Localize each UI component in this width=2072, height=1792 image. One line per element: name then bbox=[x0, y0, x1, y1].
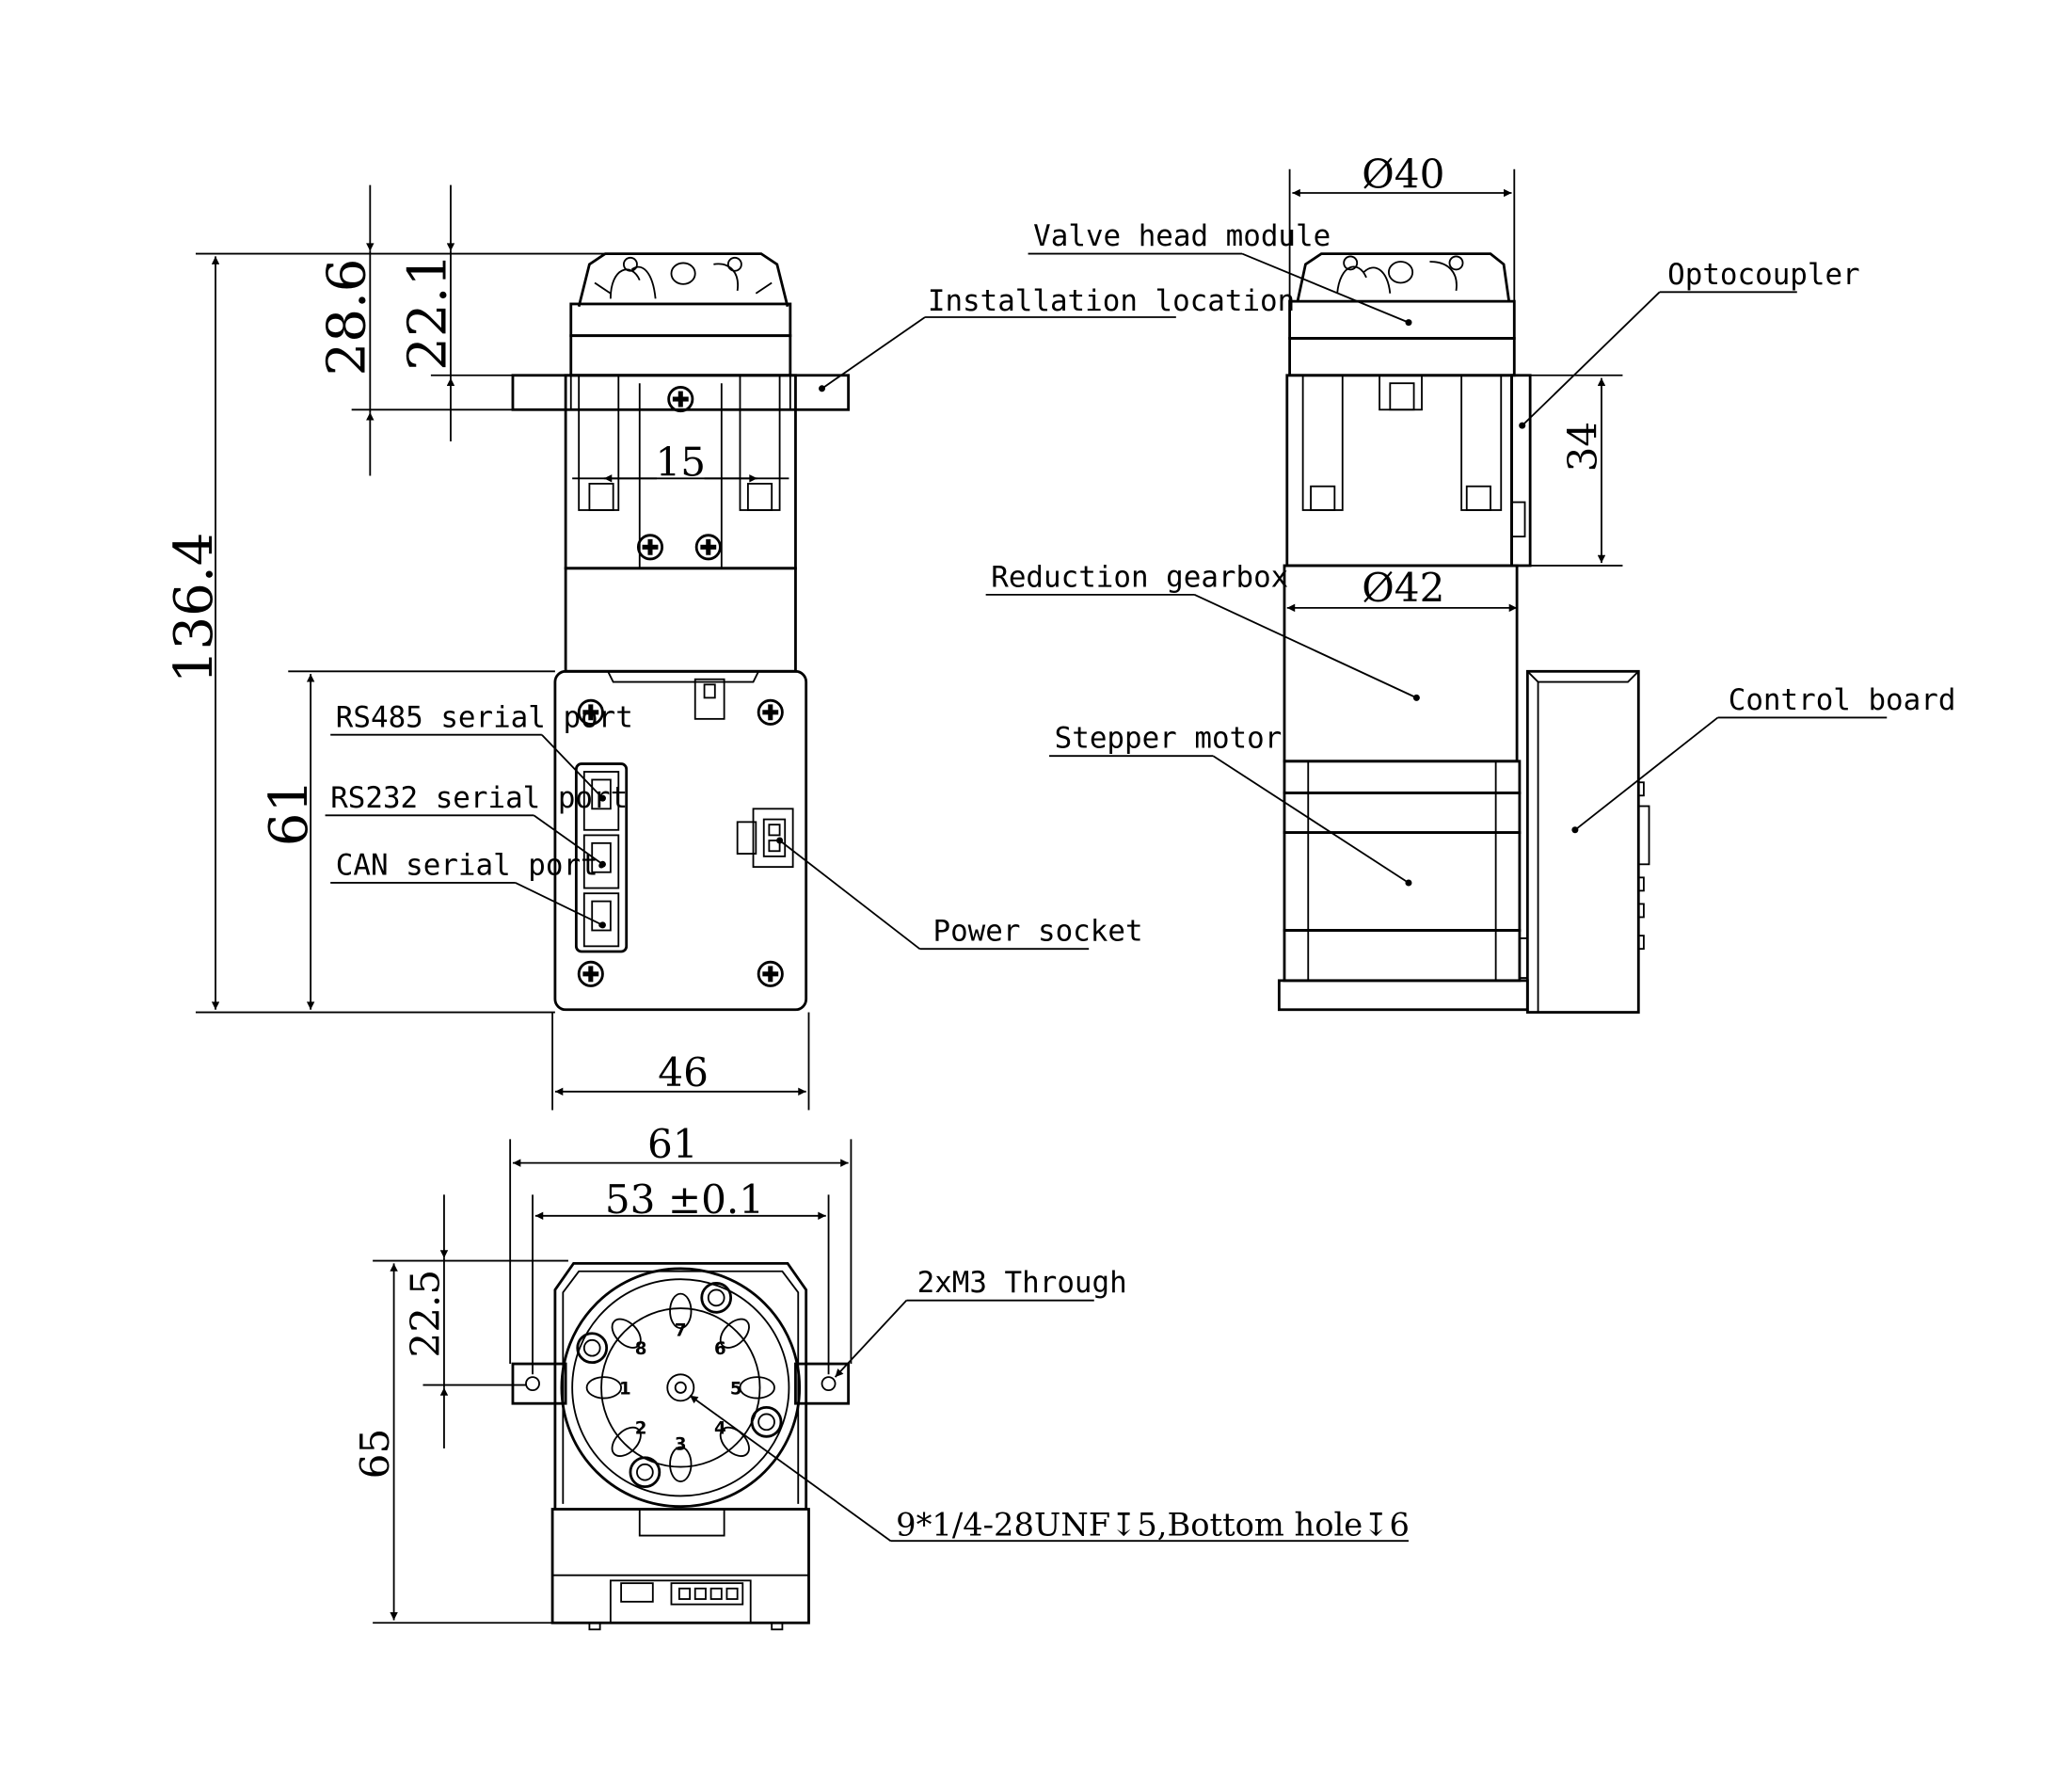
through-holes-label: 2xM3 Through bbox=[917, 1266, 1127, 1300]
gearbox-diameter-dim: Ø42 bbox=[1362, 565, 1444, 611]
optocoupler-height-dim: 34 bbox=[1559, 422, 1605, 472]
side-dimensions: Ø40 34 Ø42 bbox=[1286, 151, 1623, 613]
bottom-height-dim: 65 bbox=[352, 1429, 398, 1480]
port-number-1: 1 bbox=[619, 1379, 631, 1399]
installation-location-label: Installation location bbox=[928, 284, 1295, 318]
bottom-dimensions: 61 53 ±0.1 65 22.5 bbox=[352, 1121, 853, 1624]
optocoupler-body bbox=[1510, 374, 1532, 568]
screw-spacing-dim: 15 bbox=[655, 439, 706, 485]
valve-head-module-label: Valve head module bbox=[1033, 219, 1331, 253]
side-control-board bbox=[1525, 669, 1650, 1014]
side-stepper-motor bbox=[1277, 760, 1529, 1012]
bottom-housing bbox=[511, 1261, 851, 1510]
port-number-3: 3 bbox=[675, 1434, 687, 1454]
valve-height-inner-dim: 22.1 bbox=[397, 253, 458, 371]
board-width-dim: 46 bbox=[658, 1049, 709, 1096]
port-number-6: 6 bbox=[714, 1339, 726, 1359]
port-number-4: 4 bbox=[714, 1418, 726, 1438]
flange-width-dim: 61 bbox=[647, 1121, 698, 1167]
can-label: CAN serial port bbox=[336, 849, 598, 883]
rs232-label: RS232 serial port bbox=[330, 781, 628, 815]
can-connector bbox=[582, 892, 620, 948]
valve-diameter-dim: Ø40 bbox=[1362, 151, 1444, 197]
port-number-8: 8 bbox=[635, 1339, 647, 1359]
bottom-control-board bbox=[550, 1508, 810, 1631]
port-number-5: 5 bbox=[730, 1379, 742, 1399]
side-valve-head bbox=[1288, 252, 1516, 377]
front-valve-head bbox=[569, 252, 792, 377]
front-control-board bbox=[553, 669, 808, 1012]
bottom-valve-disc: 1 2 3 4 5 6 7 8 bbox=[560, 1267, 802, 1509]
stepper-motor-label: Stepper motor bbox=[1055, 722, 1283, 756]
optocoupler-label: Optocoupler bbox=[1667, 258, 1859, 292]
power-socket-label: Power socket bbox=[932, 915, 1142, 949]
front-view: 136.4 28.6 22.1 15 61 46 Instal bbox=[164, 184, 1295, 1111]
hole-spacing-dim: 53 ±0.1 bbox=[605, 1176, 764, 1223]
front-dimensions: 136.4 28.6 22.1 15 61 46 bbox=[164, 184, 810, 1111]
control-board-label: Control board bbox=[1729, 683, 1956, 717]
power-socket-connector bbox=[736, 808, 794, 869]
port-number-7: 7 bbox=[675, 1321, 687, 1341]
reduction-gearbox-label: Reduction gearbox bbox=[991, 560, 1288, 594]
port-number-2: 2 bbox=[635, 1418, 647, 1438]
bottom-callouts: 2xM3 Through 9*1/4-28UNF↧5,Bottom hole↧6 bbox=[689, 1266, 1410, 1544]
front-callouts: Installation location RS485 serial port … bbox=[325, 284, 1295, 951]
overall-height-dim: 136.4 bbox=[164, 533, 225, 684]
front-gearbox bbox=[564, 567, 797, 673]
valve-height-outer-dim: 28.6 bbox=[317, 258, 378, 376]
board-height-dim: 61 bbox=[259, 779, 320, 846]
bottom-offset-dim: 22.5 bbox=[402, 1270, 448, 1358]
side-view: Ø40 34 Ø42 Valve head module Optocoupler… bbox=[985, 151, 1956, 1014]
rs485-label: RS485 serial port bbox=[336, 700, 633, 734]
side-bracket bbox=[1285, 374, 1532, 568]
bottom-view: 1 2 3 4 5 6 7 8 61 bbox=[352, 1121, 1410, 1631]
port-threads-label: 9*1/4-28UNF↧5,Bottom hole↧6 bbox=[896, 1507, 1410, 1544]
side-callouts: Valve head module Optocoupler Reduction … bbox=[985, 219, 1956, 887]
